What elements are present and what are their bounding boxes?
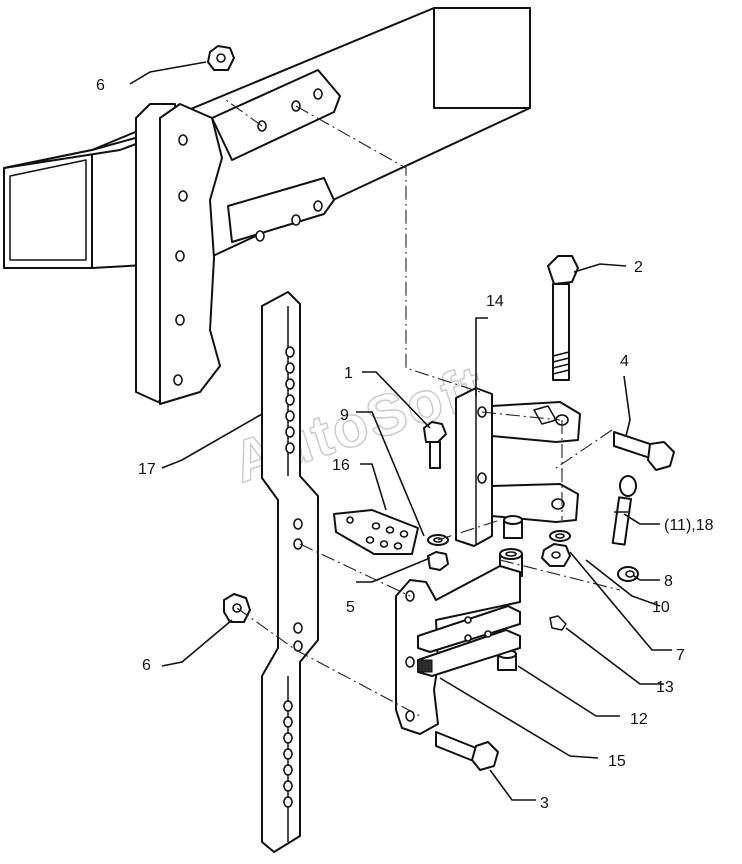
- bracket-hole: [178, 134, 188, 146]
- callout-6-bottom: 6: [142, 657, 151, 674]
- callout-13: 13: [656, 679, 674, 696]
- clip-8: [617, 566, 639, 582]
- leader-lines: [129, 61, 672, 801]
- callout-17: 17: [138, 461, 156, 478]
- bracket-hole: [291, 214, 301, 226]
- callout-3: 3: [540, 795, 549, 812]
- callout-5: 5: [346, 599, 355, 616]
- frame-bracket: [135, 69, 341, 405]
- callout-8: 8: [664, 573, 673, 590]
- lock-pin-18: [611, 475, 637, 546]
- plate-16: [333, 509, 419, 555]
- callout-16: 16: [332, 457, 350, 474]
- bolt-2: [547, 255, 579, 381]
- bolt-3: [435, 731, 499, 771]
- bracket-hole: [178, 190, 188, 202]
- callout-1: 1: [344, 365, 353, 382]
- bracket-hole: [255, 230, 265, 242]
- nut-6-top: [207, 45, 235, 71]
- bracket-hole: [173, 374, 183, 386]
- bracket-hole: [313, 88, 323, 100]
- callout-4: 4: [620, 353, 629, 370]
- callouts: 6 2 14 4 1 9 16 17 (11),18 8 5 10 7 6 13…: [96, 77, 714, 812]
- callout-9: 9: [340, 407, 349, 424]
- callout-2: 2: [634, 259, 643, 276]
- assembly-lines: [225, 99, 621, 717]
- bracket-hole: [175, 250, 185, 262]
- callout-11-18: (11),18: [664, 517, 714, 534]
- grease-nipple-13: [549, 615, 567, 631]
- bolt-1: [423, 421, 447, 469]
- bracket-hole: [313, 200, 323, 212]
- bracket-hole: [175, 314, 185, 326]
- swing-bracket-15: [395, 565, 521, 735]
- callout-7: 7: [676, 647, 685, 664]
- bushings: [427, 515, 571, 671]
- callout-6-top: 6: [96, 77, 105, 94]
- bolt-4: [613, 431, 675, 471]
- callout-15: 15: [608, 753, 626, 770]
- stay-bar-17: [261, 291, 319, 853]
- callout-12: 12: [630, 711, 648, 728]
- bracket-14: [455, 387, 581, 547]
- callout-10: 10: [652, 599, 670, 616]
- callout-14: 14: [486, 293, 504, 310]
